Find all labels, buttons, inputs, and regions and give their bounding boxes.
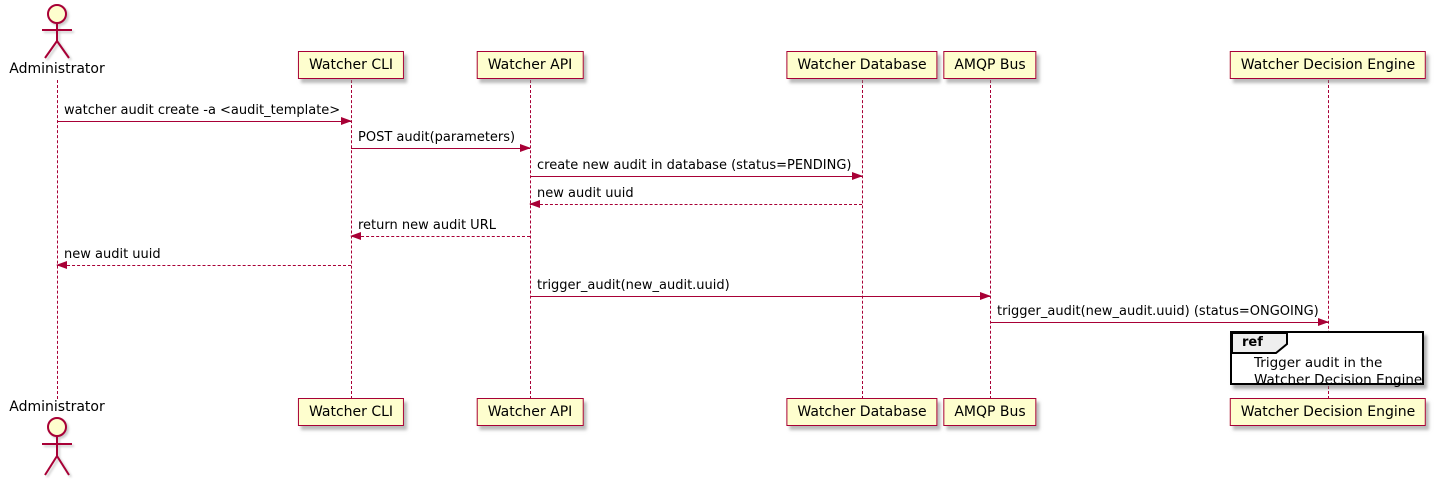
administrator-actor-icon <box>42 4 72 59</box>
message-3-line <box>530 176 862 177</box>
participant-top-watcher-cli: Watcher CLI <box>297 51 405 79</box>
message-7-label: trigger_audit(new_audit.uuid) <box>537 278 730 293</box>
ref-content-line-1: Trigger audit in the <box>1254 355 1383 371</box>
message-1-label: watcher audit create -a <audit_template> <box>64 103 341 118</box>
message-5-label: return new audit URL <box>358 218 496 233</box>
ref-tag-pentagon-icon <box>1231 332 1288 354</box>
lifeline-watcher-database <box>862 80 863 399</box>
message-1-line <box>57 121 351 122</box>
lifeline-watcher-decision-engine <box>1328 80 1329 399</box>
message-8-label: trigger_audit(new_audit.uuid) (status=ON… <box>997 304 1319 319</box>
participant-top-watcher-decision-engine: Watcher Decision Engine <box>1229 51 1427 79</box>
arrowhead-right-icon <box>1318 318 1329 326</box>
participant-bottom-watcher-decision-engine: Watcher Decision Engine <box>1229 398 1427 426</box>
ref-content: Trigger audit in the Watcher Decision En… <box>1254 355 1422 389</box>
message-4-line <box>530 204 862 205</box>
message-2-line <box>351 148 530 149</box>
message-6-label: new audit uuid <box>64 247 161 262</box>
ref-tag-label: ref <box>1242 335 1263 350</box>
message-6-line <box>57 265 351 266</box>
message-4-label: new audit uuid <box>537 186 634 201</box>
message-7-line <box>530 296 990 297</box>
arrowhead-right-icon <box>520 144 531 152</box>
ref-content-line-2: Watcher Decision Engine <box>1254 372 1423 388</box>
lifeline-amqp-bus <box>990 80 991 399</box>
participant-bottom-watcher-api: Watcher API <box>476 398 584 426</box>
participant-bottom-watcher-cli: Watcher CLI <box>297 398 405 426</box>
arrowhead-left-icon <box>350 232 361 240</box>
lifeline-watcher-api <box>530 80 531 399</box>
arrowhead-right-icon <box>852 172 863 180</box>
participant-bottom-watcher-database: Watcher Database <box>786 398 938 426</box>
participant-top-watcher-api: Watcher API <box>476 51 584 79</box>
arrowhead-right-icon <box>341 117 352 125</box>
participant-top-watcher-database: Watcher Database <box>786 51 938 79</box>
administrator-actor-icon <box>42 417 72 476</box>
message-8-line <box>990 322 1328 323</box>
ref-fragment: ref Trigger audit in the Watcher Decisio… <box>1230 331 1424 388</box>
lifeline-administrator <box>57 80 58 399</box>
message-5-line <box>351 236 530 237</box>
message-3-label: create new audit in database (status=PEN… <box>537 158 852 173</box>
arrowhead-right-icon <box>980 292 991 300</box>
arrowhead-left-icon <box>56 261 67 269</box>
participant-bottom-amqp-bus: AMQP Bus <box>943 398 1037 426</box>
actor-label-top: Administrator <box>9 61 105 77</box>
arrowhead-left-icon <box>529 200 540 208</box>
participant-top-amqp-bus: AMQP Bus <box>943 51 1037 79</box>
actor-label-bottom: Administrator <box>9 399 105 415</box>
message-2-label: POST audit(parameters) <box>358 130 516 145</box>
